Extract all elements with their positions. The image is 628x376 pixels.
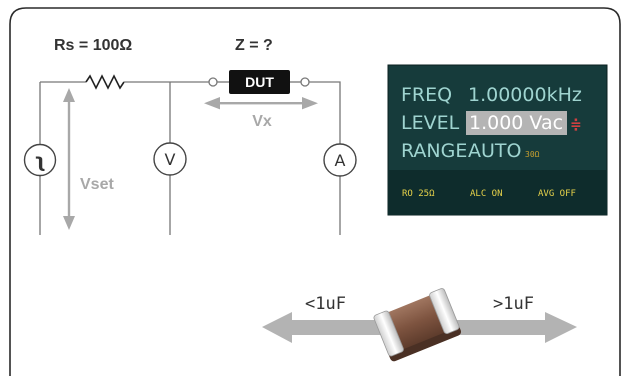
status-avg: AVG OFF bbox=[538, 189, 576, 199]
dut-terminal-right bbox=[300, 77, 310, 87]
capacitor-arrow bbox=[262, 312, 577, 343]
svg-text:A: A bbox=[335, 151, 346, 170]
vset-label: Vset bbox=[80, 176, 114, 193]
freq-value: 1.00000kHz bbox=[468, 84, 582, 106]
vx-label: Vx bbox=[252, 113, 272, 130]
level-label: LEVEL bbox=[401, 112, 460, 134]
instrument-display: FREQ 1.00000kHz LEVEL 1.000 Vac ≑ RANGE … bbox=[387, 64, 608, 216]
ammeter: A bbox=[323, 143, 357, 177]
left-arrow bbox=[262, 312, 392, 343]
z-label: Z = ? bbox=[235, 37, 273, 54]
source-symbol: ʅ bbox=[23, 143, 57, 177]
range-label: RANGE bbox=[401, 140, 467, 162]
dut-label: DUT bbox=[245, 74, 274, 90]
freq-label: FREQ bbox=[401, 84, 452, 106]
vset-arrow bbox=[63, 88, 75, 230]
wire-top-right bbox=[309, 81, 341, 145]
voltmeter: V bbox=[153, 142, 187, 176]
svg-text:V: V bbox=[165, 150, 176, 169]
level-value: 1.000 Vac bbox=[469, 112, 563, 134]
range-value: AUTO bbox=[468, 140, 521, 162]
wire-top-left bbox=[39, 81, 86, 145]
frame-border bbox=[9, 7, 621, 376]
capacitor-chip bbox=[373, 288, 462, 362]
range-sub: 30Ω bbox=[525, 150, 540, 159]
resistor-symbol bbox=[85, 74, 125, 90]
cap-right-label: >1uF bbox=[493, 294, 534, 314]
dut-terminal-left bbox=[208, 77, 218, 87]
dut-box bbox=[229, 70, 290, 94]
level-highlight bbox=[466, 111, 567, 135]
right-arrow bbox=[445, 312, 577, 343]
level-cursor-icon: ≑ bbox=[570, 117, 582, 133]
svg-text:ʅ: ʅ bbox=[34, 150, 46, 172]
rs-label: Rs = 100Ω bbox=[54, 37, 132, 54]
status-alc: ALC ON bbox=[470, 189, 503, 199]
vx-arrow bbox=[204, 97, 318, 110]
status-ro: RO 25Ω bbox=[402, 189, 435, 199]
cap-left-label: <1uF bbox=[305, 294, 346, 314]
circuit bbox=[39, 74, 341, 235]
